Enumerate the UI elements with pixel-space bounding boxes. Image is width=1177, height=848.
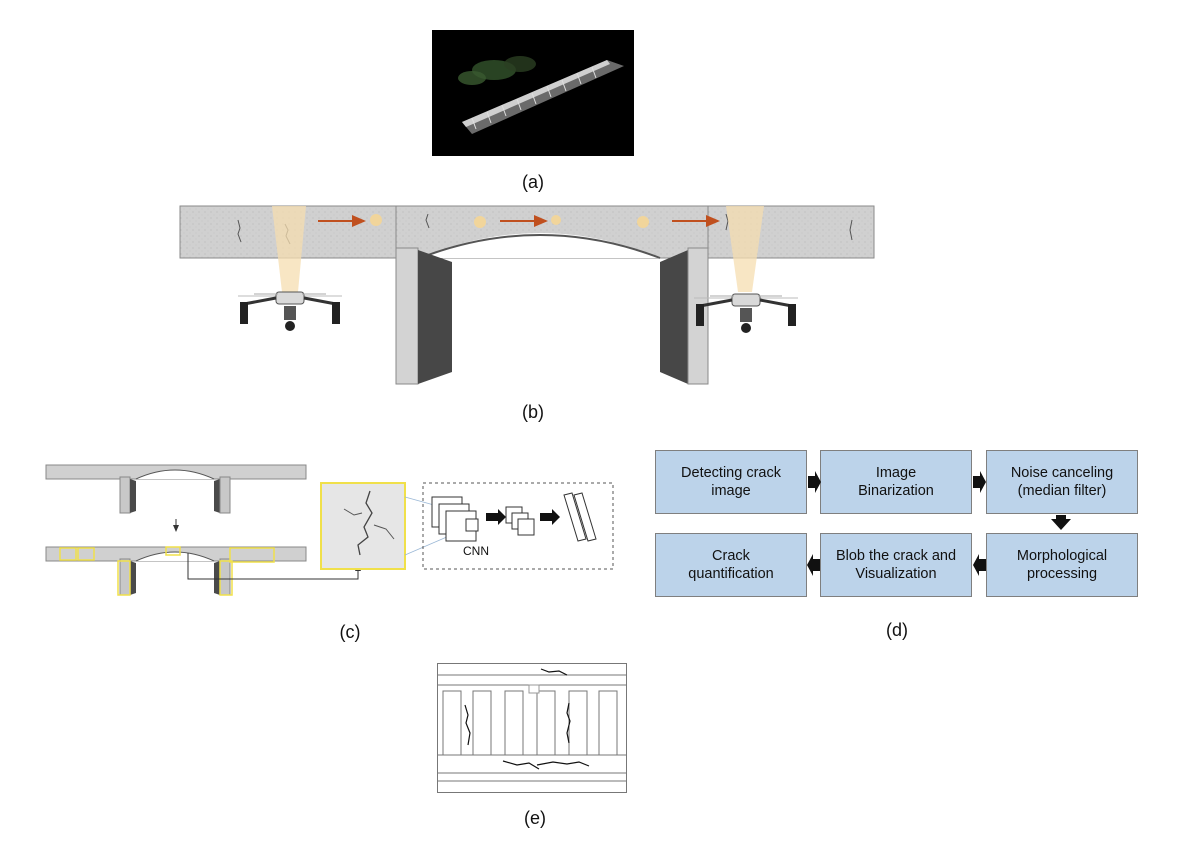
- bridge-model-top: [45, 464, 307, 514]
- step-detecting-crack-image: Detecting crack image: [655, 450, 807, 514]
- drone-icon: [238, 291, 342, 331]
- caption-c: (c): [339, 622, 361, 642]
- step-crack-quantification: Crack quantification: [655, 533, 807, 597]
- capture-point: [370, 214, 382, 226]
- cnn-block: [422, 482, 614, 570]
- step-image-binarization: Image Binarization: [820, 450, 972, 514]
- connector-arrow: [187, 553, 361, 580]
- step-morphological-processing: Morphological processing: [986, 533, 1138, 597]
- capture-point: [474, 216, 486, 228]
- point-cloud-render: [432, 56, 634, 156]
- crack-closeup-image: [320, 482, 406, 570]
- crack-detection-pipeline: [45, 464, 614, 596]
- point-cloud-image: [432, 30, 634, 156]
- flow-arrow-left: [807, 554, 820, 576]
- step-noise-canceling: Noise canceling (median filter): [986, 450, 1138, 514]
- bridge-inspection-diagram: [179, 205, 875, 385]
- bridge-pier-left: [395, 247, 452, 385]
- crack-map-drawing: [437, 663, 627, 793]
- caption-e: (e): [524, 808, 546, 828]
- camera-footprint-left: [272, 206, 306, 292]
- flow-arrow-down: [1051, 515, 1071, 530]
- drone-icon: [694, 293, 798, 333]
- flow-arrow-right: [973, 471, 986, 493]
- cnn-label: CNN: [463, 544, 489, 558]
- capture-point: [637, 216, 649, 228]
- bridge-model-highlighted: [45, 546, 307, 596]
- camera-footprint-right: [726, 206, 764, 292]
- flow-arrow-left: [973, 554, 986, 576]
- caption-d: (d): [886, 620, 908, 640]
- capture-point: [551, 215, 561, 225]
- caption-b: (b): [522, 402, 544, 422]
- caption-a: (a): [522, 172, 544, 192]
- step-blob-visualization: Blob the crack and Visualization: [820, 533, 972, 597]
